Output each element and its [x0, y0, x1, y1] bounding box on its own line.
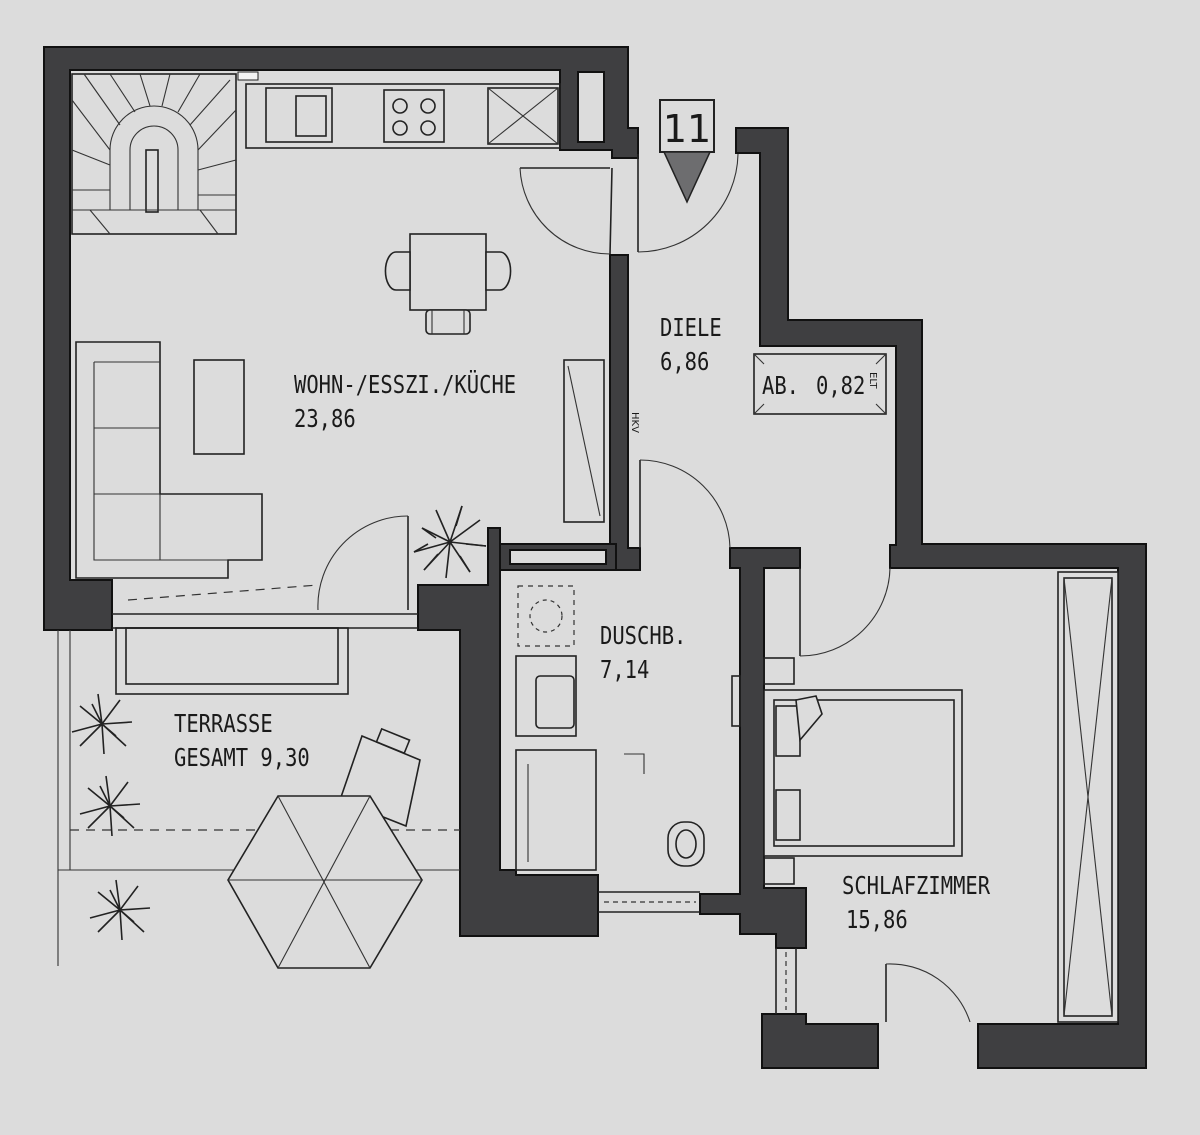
wall-bath-west [417, 527, 599, 937]
living-room-name: WOHN-/ESSZI./KÜCHE [294, 369, 516, 400]
terrace [57, 584, 460, 969]
doors [317, 153, 971, 1023]
walls [43, 46, 1147, 1069]
storage-room [753, 353, 887, 415]
dining-set [384, 233, 512, 335]
bedroom-name: SCHLAFZIMMER [842, 872, 990, 900]
bedroom-area: 15,86 [846, 906, 908, 934]
heating-marker: HKV [629, 412, 640, 433]
bath-area: 7,14 [600, 656, 649, 684]
wall-bedroom-south [761, 1013, 879, 1069]
wall-bath-east [699, 547, 807, 949]
storage-name: AB. [762, 372, 799, 400]
living-room-area: 23,86 [294, 405, 356, 433]
staircase [71, 73, 237, 235]
wall-bath-top-inner [509, 549, 607, 565]
bath-name: DUSCHB. [600, 622, 686, 650]
wall-kitchen-niche [577, 71, 605, 143]
fridge [487, 87, 559, 145]
plant-living [413, 505, 487, 579]
hall-area: 6,86 [660, 348, 709, 376]
kitchen-counter [245, 83, 561, 149]
bedroom-furniture [763, 571, 1119, 1023]
sink [265, 87, 333, 143]
apartment-number: 11 [663, 107, 711, 151]
hall-name: DIELE [660, 314, 722, 342]
living-furniture [75, 341, 605, 579]
apartment-marker: 11 [659, 99, 715, 204]
terrace-name: TERRASSE [174, 710, 273, 738]
bath-fixtures [515, 585, 741, 913]
storage-area: 0,82 [816, 372, 865, 400]
toilet [667, 821, 705, 867]
bath-window [731, 675, 741, 727]
terrace-area: GESAMT 9,30 [174, 744, 310, 772]
wall-east-hall [735, 127, 1147, 1069]
room-labels: WOHN-/ESSZI./KÜCHE 23,86 DIELE 6,86 AB. … [174, 314, 990, 934]
storage-elt-tag: ELT [867, 372, 878, 390]
cooktop [383, 89, 445, 143]
